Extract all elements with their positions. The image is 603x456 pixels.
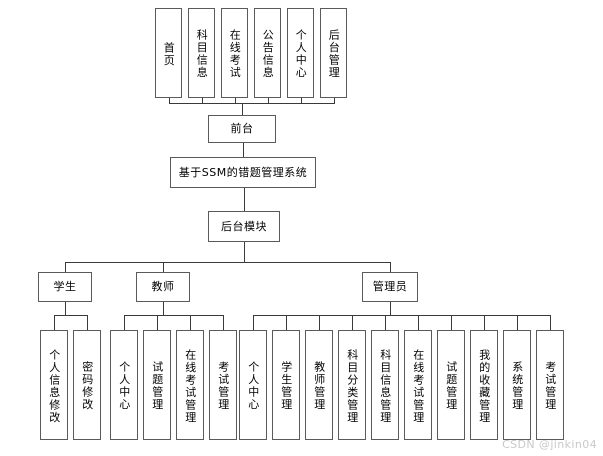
node-label: 科目分类管理 (345, 348, 359, 424)
role-2-leaf-stem-9 (550, 315, 551, 330)
backend-stem (244, 242, 245, 262)
role-2-item-2[interactable]: 教师管理 (305, 330, 333, 440)
role-2-leaf-stem-6 (451, 315, 452, 330)
node-label: 管理员 (372, 280, 408, 294)
backend-node[interactable]: 后台模块 (208, 211, 280, 242)
frontend-item-0[interactable]: 首页 (155, 8, 182, 98)
frontend-item-3[interactable]: 公告信息 (254, 8, 281, 98)
node-label: 密码修改 (80, 361, 94, 411)
role-0-item-0[interactable]: 个人信息修改 (40, 330, 68, 440)
frontend-item-4[interactable]: 个人中心 (287, 8, 314, 98)
node-label: 教师 (151, 280, 175, 294)
role-1-leaf-stem-1 (157, 315, 158, 330)
role-2-leaf-stem-3 (352, 315, 353, 330)
frontend-item-2[interactable]: 在线考试 (221, 8, 248, 98)
role-1-item-1[interactable]: 试题管理 (143, 330, 171, 440)
role-1-item-3[interactable]: 考试管理 (209, 330, 237, 440)
node-label: 个人中心 (246, 361, 260, 411)
node-label: 在线考试管理 (411, 348, 425, 424)
role-0-to-leaf-bus (65, 302, 66, 315)
role-node-2[interactable]: 管理员 (362, 272, 418, 302)
role-1-item-2[interactable]: 在线考试管理 (176, 330, 204, 440)
node-label: 试题管理 (150, 361, 164, 411)
role-2-leaf-stem-8 (517, 315, 518, 330)
role-2-to-leaf-bus (390, 302, 391, 315)
role-1-to-leaf-bus (163, 302, 164, 315)
role-1-leaf-stem-2 (190, 315, 191, 330)
node-label: 科目信息 (195, 29, 209, 79)
node-label: 学生 (53, 280, 77, 294)
role-1-item-0[interactable]: 个人中心 (110, 330, 138, 440)
role-0-leaf-stem-1 (87, 315, 88, 330)
role-2-leaf-stem-4 (385, 315, 386, 330)
node-label: 学生管理 (279, 361, 293, 411)
role-node-1[interactable]: 教师 (136, 272, 190, 302)
node-label: 个人中心 (294, 29, 308, 79)
frontend-item-5[interactable]: 后台管理 (320, 8, 347, 98)
node-label: 基于SSM的错题管理系统 (178, 165, 308, 179)
node-label: 科目信息管理 (378, 348, 392, 424)
role-2-leaf-stem-0 (253, 315, 254, 330)
node-label: 个人信息修改 (47, 348, 61, 424)
system-title-node[interactable]: 基于SSM的错题管理系统 (170, 157, 316, 188)
node-label: 教师管理 (312, 361, 326, 411)
frontend-stem-0 (169, 98, 170, 103)
frontend-stem-1 (202, 98, 203, 103)
node-label: 考试管理 (216, 361, 230, 411)
frontend-item-1[interactable]: 科目信息 (188, 8, 215, 98)
role-0-leaf-stem-0 (54, 315, 55, 330)
watermark-label: CSDN @jinkin04 (502, 438, 597, 451)
role-stem-2 (390, 262, 391, 272)
role-1-leaf-stem-0 (124, 315, 125, 330)
node-label: 试题管理 (444, 361, 458, 411)
frontend-node[interactable]: 前台 (208, 115, 276, 143)
role-node-0[interactable]: 学生 (38, 272, 92, 302)
role-2-item-7[interactable]: 我的收藏管理 (470, 330, 498, 440)
role-stem-1 (163, 262, 164, 272)
node-label: 在线考试管理 (183, 348, 197, 424)
role-1-leaf-stem-3 (223, 315, 224, 330)
role-2-leaf-stem-5 (418, 315, 419, 330)
frontend-stem-4 (301, 98, 302, 103)
node-label: 在线考试 (228, 29, 242, 79)
role-2-leaf-stem-7 (484, 315, 485, 330)
role-0-leaf-bus (54, 315, 88, 316)
role-2-item-6[interactable]: 试题管理 (437, 330, 465, 440)
role-2-item-8[interactable]: 系统管理 (503, 330, 531, 440)
role-stem-0 (65, 262, 66, 272)
role-2-leaf-stem-2 (319, 315, 320, 330)
node-label: 考试管理 (543, 361, 557, 411)
node-label: 首页 (162, 41, 176, 67)
title-to-backend (244, 188, 245, 211)
role-2-item-1[interactable]: 学生管理 (272, 330, 300, 440)
role-2-item-5[interactable]: 在线考试管理 (404, 330, 432, 440)
node-label: 个人中心 (117, 361, 131, 411)
frontend-stem-3 (268, 98, 269, 103)
frontend-stem-2 (235, 98, 236, 103)
role-2-item-9[interactable]: 考试管理 (536, 330, 564, 440)
node-label: 后台模块 (221, 219, 267, 233)
role-2-item-0[interactable]: 个人中心 (239, 330, 267, 440)
node-label: 后台管理 (327, 29, 341, 79)
role-2-leaf-stem-1 (286, 315, 287, 330)
role-2-leaf-bus (253, 315, 551, 316)
node-label: 我的收藏管理 (477, 348, 491, 424)
role-2-item-3[interactable]: 科目分类管理 (338, 330, 366, 440)
frontend-bus (169, 103, 335, 104)
node-label: 系统管理 (510, 361, 524, 411)
role-0-item-1[interactable]: 密码修改 (73, 330, 101, 440)
frontend-stem-5 (334, 98, 335, 103)
role-2-item-4[interactable]: 科目信息管理 (371, 330, 399, 440)
role-bus (65, 262, 391, 263)
frontend-to-title (243, 143, 244, 157)
node-label: 公告信息 (261, 29, 275, 79)
node-label: 前台 (230, 122, 254, 136)
frontend-to-bus (242, 103, 243, 115)
role-1-leaf-bus (124, 315, 224, 316)
